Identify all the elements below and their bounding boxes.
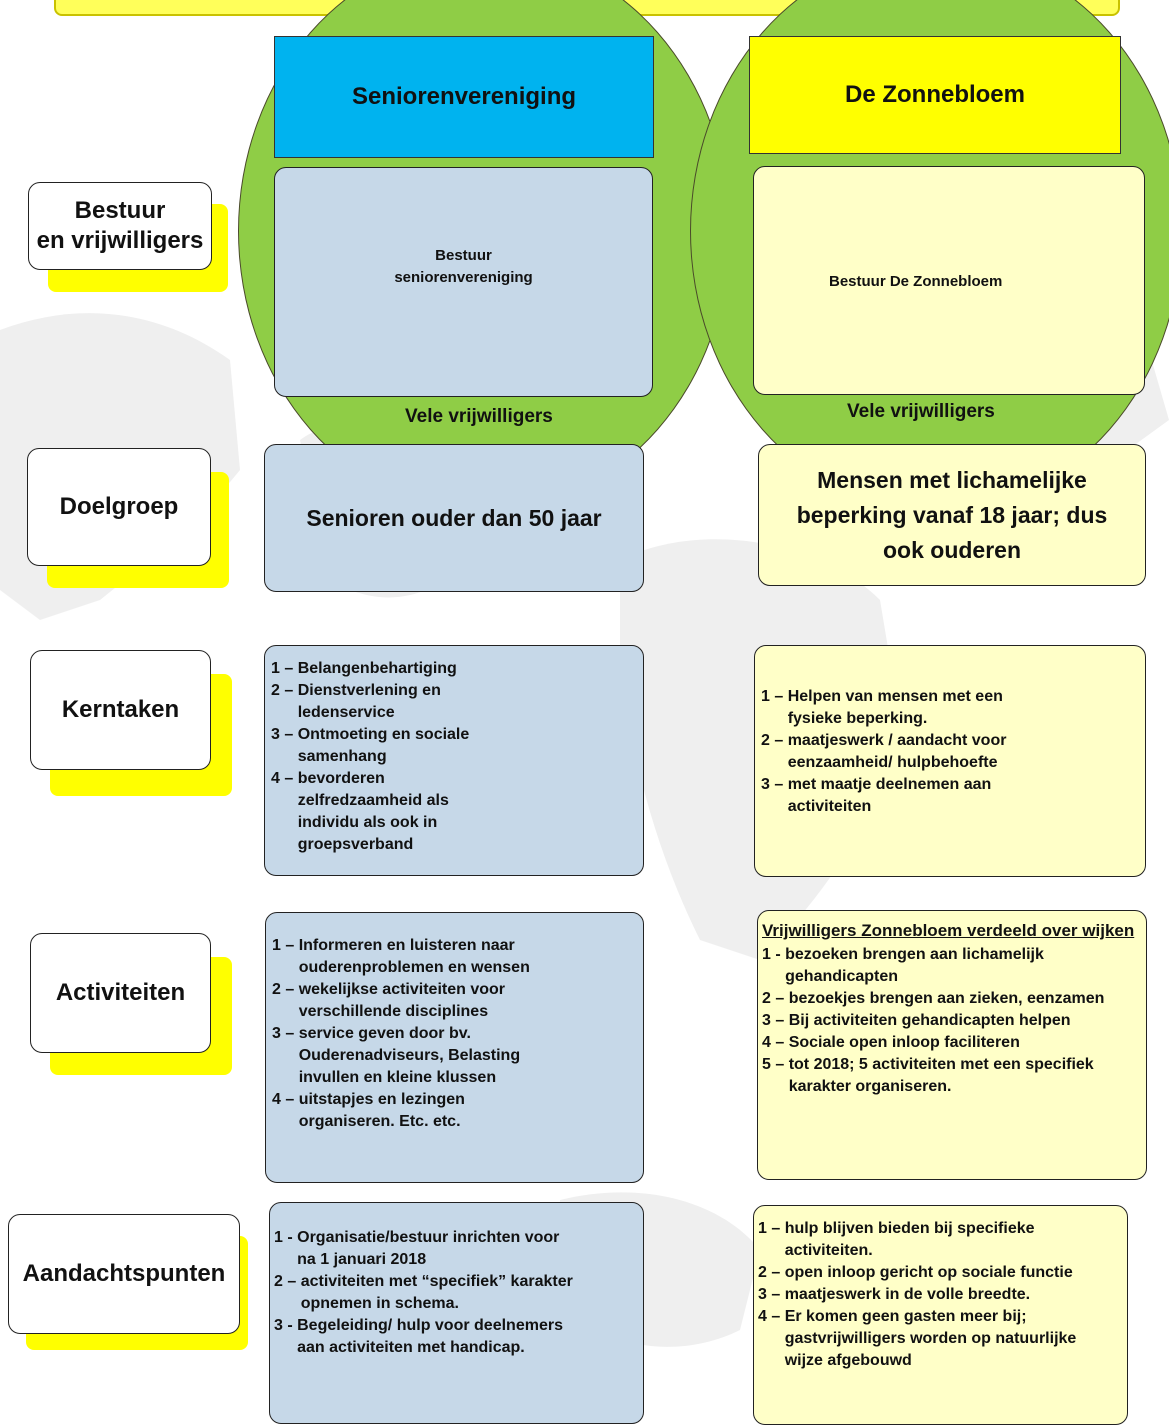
activiteiten-senioren-list: 1 – Informeren en luisteren naar ouderen… <box>272 935 533 1133</box>
box-aandachtspunten-zonnebloem: 1 – hulp blijven bieden bij specifieke a… <box>753 1205 1128 1425</box>
row-label-kerntaken-text: Kerntaken <box>30 650 211 770</box>
list-item-text: Organisatie/bestuur inrichten voor na 1 … <box>297 1229 560 1268</box>
list-item: 4 – uitstapjes en lezingen organiseren. … <box>272 1089 533 1133</box>
list-item-number: 3 - <box>274 1317 298 1334</box>
list-item-text: Helpen van mensen met een fysieke beperk… <box>787 688 1003 727</box>
list-item-text: Belangenbehartiging <box>297 660 457 677</box>
list-item-number: 2 – <box>761 732 788 749</box>
list-item: 2 – maatjeswerk / aandacht voor eenzaamh… <box>761 730 1045 774</box>
list-item-number: 2 – <box>762 990 789 1007</box>
list-item-number: 1 - <box>762 946 786 963</box>
doelgroep-zonnebloem-text: Mensen met lichamelijke beperking vanaf … <box>796 466 1108 563</box>
list-item-number: 4 – <box>762 1034 789 1051</box>
row-label-doelgroep-text: Doelgroep <box>27 448 211 566</box>
list-item: 3 – maatjeswerk in de volle breedte. <box>758 1284 1097 1306</box>
list-item-text: bezoekjes brengen aan zieken, eenzamen <box>788 990 1105 1007</box>
box-kerntaken-zonnebloem: 1 – Helpen van mensen met een fysieke be… <box>754 645 1146 877</box>
activiteiten-zonnebloem-list: 1 - bezoeken brengen aan lichamelijk geh… <box>762 944 1138 1098</box>
list-item: 1 – Belangenbehartiging <box>271 658 513 680</box>
activiteiten-zonnebloem-header: Vrijwilligers Zonnebloem verdeeld over w… <box>762 921 1135 940</box>
aandachtspunten-senioren-list: 1 - Organisatie/bestuur inrichten voor n… <box>274 1227 573 1359</box>
list-item-number: 2 – <box>272 981 299 998</box>
list-item-number: 1 – <box>758 1220 785 1237</box>
list-item: 4 – Sociale open inloop faciliteren <box>762 1032 1138 1054</box>
list-item-number: 1 – <box>761 688 788 705</box>
list-item: 4 – bevorderen zelfredzaamheid als indiv… <box>271 768 513 856</box>
list-item-number: 2 – <box>271 682 298 699</box>
vele-vrijwilligers-senioren: Vele vrijwilligers <box>405 406 553 427</box>
list-item: 1 – Helpen van mensen met een fysieke be… <box>761 686 1045 730</box>
list-item-text: uitstapjes en lezingen organiseren. Etc.… <box>298 1091 465 1130</box>
box-bestuur-senioren: Bestuur seniorenvereniging <box>274 167 653 397</box>
list-item-number: 2 – <box>274 1273 301 1290</box>
list-item: 4 – Er komen geen gasten meer bij; gastv… <box>758 1306 1097 1372</box>
header-zonnebloem: De Zonnebloem <box>749 36 1121 154</box>
list-item-text: maatjeswerk in de volle breedte. <box>784 1286 1031 1303</box>
box-activiteiten-senioren: 1 – Informeren en luisteren naar ouderen… <box>265 912 644 1183</box>
list-item: 2 – Dienstverlening en ledenservice <box>271 680 513 724</box>
list-item-number: 4 – <box>272 1091 299 1108</box>
list-item-text: wekelijkse activiteiten voor verschillen… <box>298 981 506 1020</box>
list-item: 1 - Organisatie/bestuur inrichten voor n… <box>274 1227 573 1271</box>
box-activiteiten-zonnebloem: Vrijwilligers Zonnebloem verdeeld over w… <box>757 910 1147 1180</box>
bestuur-zonnebloem-text: Bestuur De Zonnebloem <box>829 273 1003 290</box>
list-item-number: 3 – <box>272 1025 299 1042</box>
list-item: 1 – Informeren en luisteren naar ouderen… <box>272 935 533 979</box>
kerntaken-zonnebloem-list: 1 – Helpen van mensen met een fysieke be… <box>761 686 1045 818</box>
list-item-number: 2 – <box>758 1264 785 1281</box>
list-item-text: Er komen geen gasten meer bij; gastvrijw… <box>784 1308 1077 1369</box>
list-item-number: 1 – <box>272 937 299 954</box>
list-item: 1 – hulp blijven bieden bij specifieke a… <box>758 1218 1097 1262</box>
list-item: 2 – activiteiten met “specifiek” karakte… <box>274 1271 573 1315</box>
list-item: 2 – wekelijkse activiteiten voor verschi… <box>272 979 533 1023</box>
list-item-text: Dienstverlening en ledenservice <box>297 682 441 721</box>
list-item: 5 – tot 2018; 5 activiteiten met een spe… <box>762 1054 1138 1098</box>
list-item-number: 3 – <box>758 1286 785 1303</box>
list-item-text: bevorderen zelfredzaamheid als individu … <box>297 770 449 853</box>
list-item-number: 1 - <box>274 1229 298 1246</box>
list-item: 2 – bezoekjes brengen aan zieken, eenzam… <box>762 988 1138 1010</box>
row-label-activiteiten-text: Activiteiten <box>30 933 211 1053</box>
list-item-text: activiteiten met “specifiek” karakter op… <box>300 1273 573 1312</box>
list-item-text: Ontmoeting en sociale samenhang <box>297 726 470 765</box>
list-item-text: Begeleiding/ hulp voor deelnemers aan ac… <box>297 1317 563 1356</box>
box-doelgroep-zonnebloem: Mensen met lichamelijke beperking vanaf … <box>758 444 1146 586</box>
list-item-number: 3 – <box>271 726 298 743</box>
doelgroep-senioren-text: Senioren ouder dan 50 jaar <box>306 504 602 531</box>
list-item-number: 1 – <box>271 660 298 677</box>
box-bestuur-zonnebloem: Bestuur De Zonnebloem <box>753 166 1145 395</box>
row-label-aandachtspunten-text: Aandachtspunten <box>8 1214 240 1334</box>
list-item: 1 - bezoeken brengen aan lichamelijk geh… <box>762 944 1138 988</box>
list-item-text: Informeren en luisteren naar ouderenprob… <box>298 937 530 976</box>
list-item: 3 – met maatje deelnemen aan activiteite… <box>761 774 1045 818</box>
list-item-number: 4 – <box>758 1308 785 1325</box>
list-item: 3 – service geven door bv. Ouderenadvise… <box>272 1023 533 1089</box>
list-item: 3 – Bij activiteiten gehandicapten helpe… <box>762 1010 1138 1032</box>
row-label-bestuur-text: Bestuur en vrijwilligers <box>28 182 212 270</box>
header-seniorenvereniging: Seniorenvereniging <box>274 36 654 158</box>
list-item-text: Sociale open inloop faciliteren <box>788 1034 1020 1051</box>
list-item-text: met maatje deelnemen aan activiteiten <box>787 776 992 815</box>
list-item-text: tot 2018; 5 activiteiten met een specifi… <box>788 1056 1094 1095</box>
vele-vrijwilligers-zonnebloem: Vele vrijwilligers <box>847 401 995 422</box>
aandachtspunten-zonnebloem-list: 1 – hulp blijven bieden bij specifieke a… <box>758 1218 1097 1372</box>
box-doelgroep-senioren: Senioren ouder dan 50 jaar <box>264 444 644 592</box>
list-item-number: 4 – <box>271 770 298 787</box>
list-item-text: service geven door bv. Ouderenadviseurs,… <box>298 1025 521 1086</box>
list-item-number: 5 – <box>762 1056 789 1073</box>
list-item-text: bezoeken brengen aan lichamelijk gehandi… <box>785 946 1044 985</box>
list-item-text: Bij activiteiten gehandicapten helpen <box>788 1012 1071 1029</box>
list-item-text: open inloop gericht op sociale functie <box>784 1264 1073 1281</box>
list-item: 3 - Begeleiding/ hulp voor deelnemers aa… <box>274 1315 573 1359</box>
list-item-text: hulp blijven bieden bij specifieke activ… <box>784 1220 1035 1259</box>
list-item-number: 3 – <box>762 1012 789 1029</box>
bestuur-senioren-text: Bestuur seniorenvereniging <box>394 247 533 286</box>
list-item: 3 – Ontmoeting en sociale samenhang <box>271 724 513 768</box>
list-item: 2 – open inloop gericht op sociale funct… <box>758 1262 1097 1284</box>
list-item-number: 3 – <box>761 776 788 793</box>
box-aandachtspunten-senioren: 1 - Organisatie/bestuur inrichten voor n… <box>269 1202 644 1424</box>
list-item-text: maatjeswerk / aandacht voor eenzaamheid/… <box>787 732 1007 771</box>
